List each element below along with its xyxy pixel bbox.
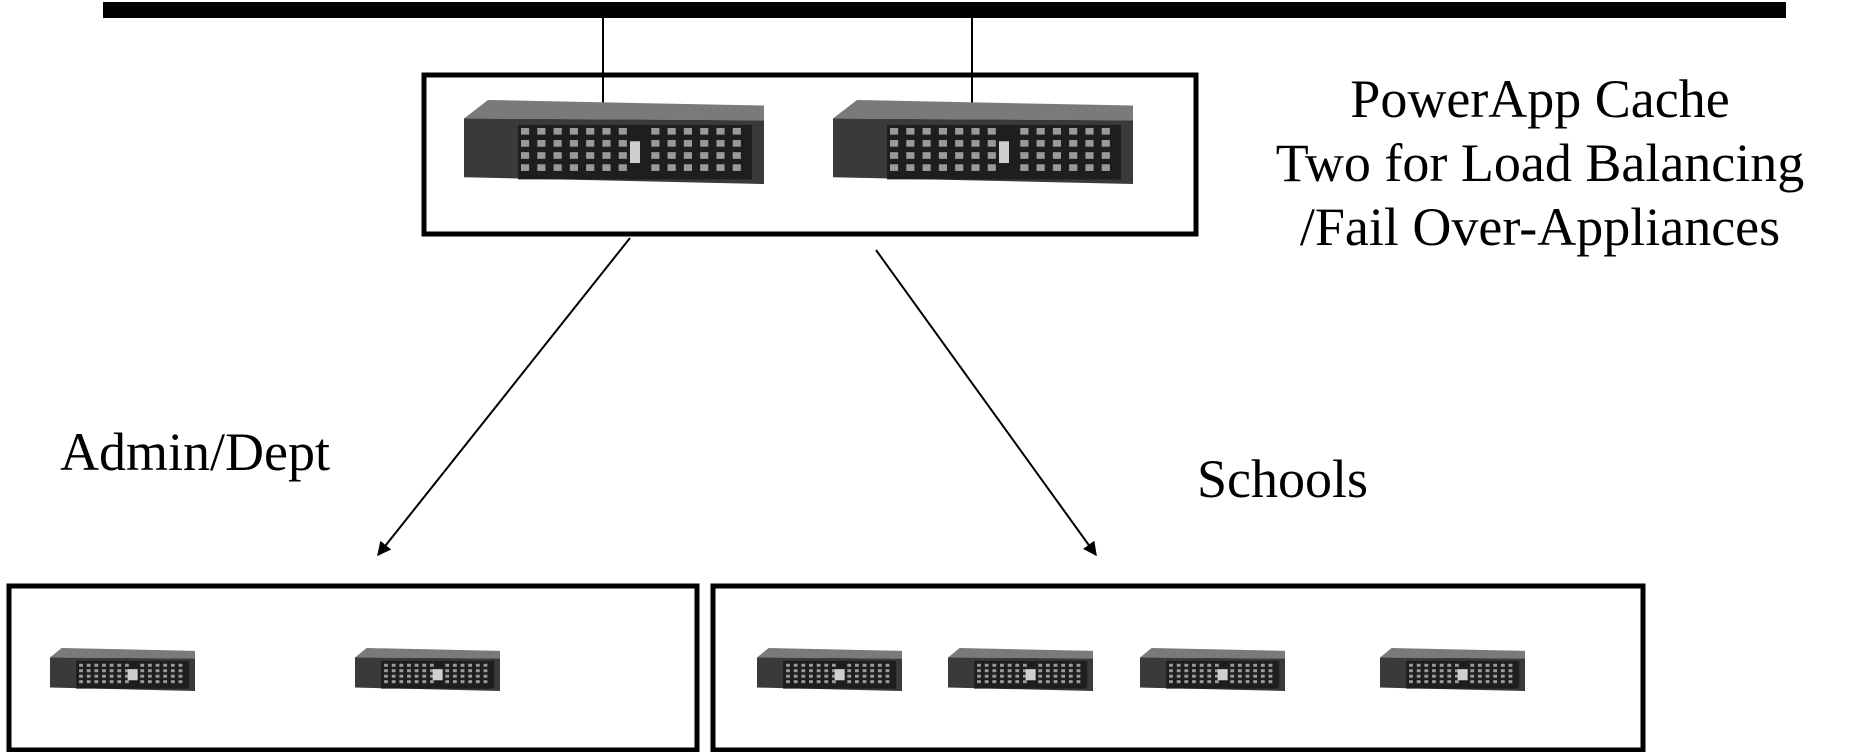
school-server-3 [1140, 648, 1285, 691]
cache-caption: PowerApp Cache Two for Load Balancing /F… [1220, 72, 1860, 264]
cache-appliance-1 [464, 100, 764, 184]
cache-caption-line-3: /Fail Over-Appliances [1299, 197, 1781, 257]
admin-dept-label: Admin/Dept [60, 422, 330, 482]
schools-box [710, 583, 1646, 752]
cache-caption-line-2: Two for Load Balancing [1275, 133, 1805, 193]
cache-caption-line-1: PowerApp Cache [1350, 69, 1730, 129]
backbone-bus [103, 2, 1786, 18]
admin-server-2 [355, 648, 500, 691]
schools-server-group [757, 648, 1525, 691]
admin-box [6, 583, 700, 752]
cache-appliance-2 [833, 100, 1133, 184]
school-server-4 [1380, 648, 1525, 691]
school-server-2 [948, 648, 1093, 691]
schools-label: Schools [1197, 449, 1369, 509]
cache-appliance-group [464, 100, 1133, 184]
admin-server-1 [50, 648, 195, 691]
school-server-1 [757, 648, 902, 691]
admin-server-group [50, 648, 500, 691]
cache-box [421, 72, 1199, 237]
arrow-to-schools [875, 249, 1097, 557]
arrow-to-admin [377, 237, 631, 557]
